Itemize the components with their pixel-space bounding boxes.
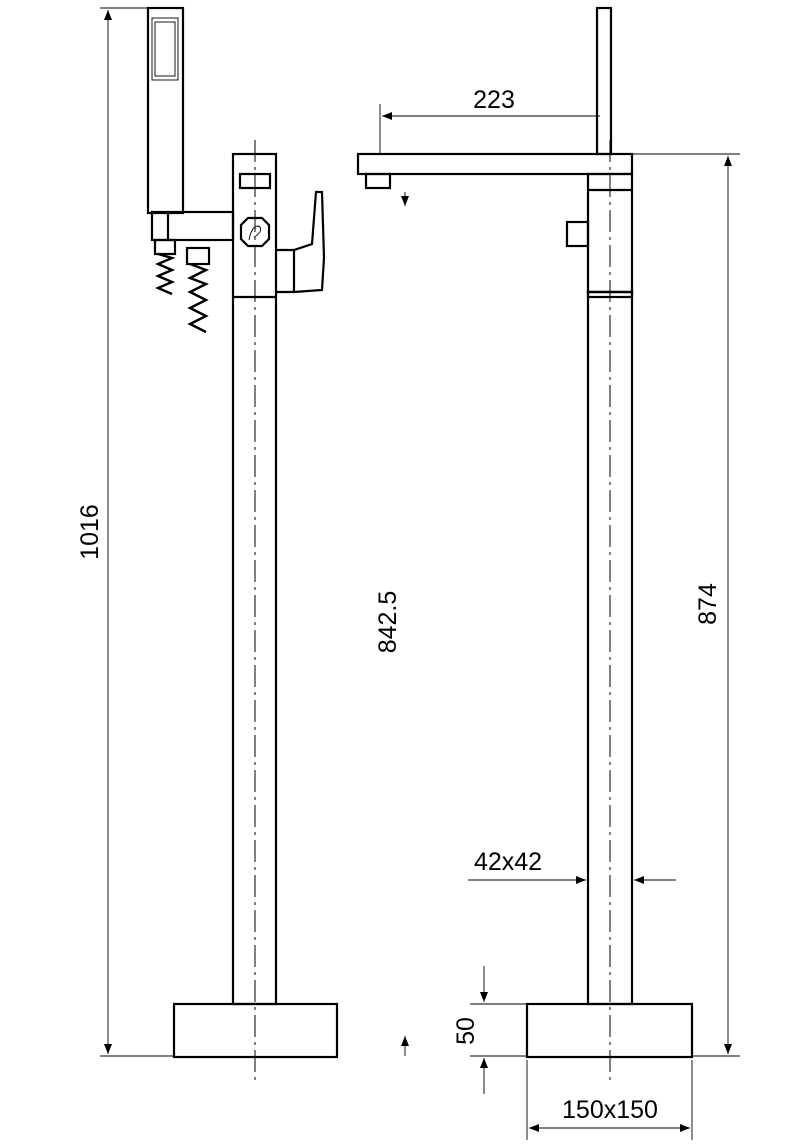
- dim-spout-reach-label: 223: [473, 86, 515, 114]
- dim-column-section-label: 42x42: [474, 848, 542, 876]
- front-logo-octagon: [239, 216, 271, 248]
- front-shower-head: [151, 17, 179, 81]
- dim-base-height: 50: [452, 966, 527, 1094]
- dim-base-size: 150x150: [526, 1060, 693, 1140]
- dim-overall-height-label: 1016: [76, 504, 104, 560]
- side-hand-shower: [595, 6, 613, 156]
- front-lever: [276, 190, 326, 294]
- dim-column-section: 42x42: [468, 848, 676, 884]
- side-lever: [565, 220, 590, 248]
- front-logo-mark: [248, 225, 262, 241]
- dim-body-height-label: 874: [694, 583, 722, 625]
- front-holder-arm: [150, 210, 235, 242]
- front-hose-nut-left: [153, 238, 177, 256]
- dim-spout-height: 842.5: [374, 192, 409, 1056]
- dim-body-height: 874: [632, 153, 740, 1057]
- front-hose-right: [187, 262, 209, 334]
- dim-base-height-label: 50: [452, 1017, 480, 1045]
- dim-overall-height: 1016: [76, 7, 174, 1057]
- front-top-cap: [238, 172, 272, 190]
- front-view: [146, 6, 339, 1085]
- side-spout-aerator: [364, 172, 392, 190]
- dim-spout-reach: 223: [379, 86, 600, 154]
- dim-spout-height-label: 842.5: [374, 591, 402, 654]
- side-spout: [356, 152, 634, 176]
- side-base: [525, 1002, 694, 1059]
- side-column-ring: [586, 290, 634, 299]
- front-shower-face: [154, 21, 176, 77]
- side-view: [356, 6, 694, 1085]
- front-hose-nut-right: [185, 246, 211, 266]
- front-hose-left: [154, 252, 176, 296]
- front-base: [172, 1002, 339, 1059]
- dim-base-size-label: 150x150: [562, 1096, 658, 1124]
